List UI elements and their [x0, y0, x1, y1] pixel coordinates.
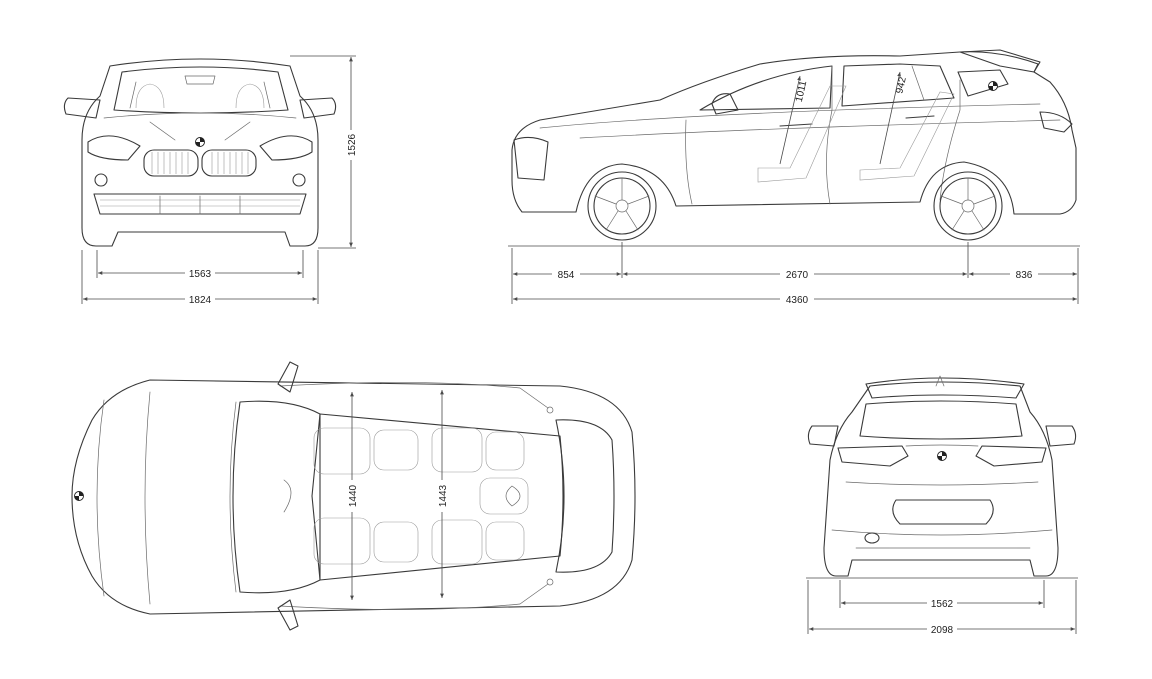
top-view: 1440 1443 — [71, 361, 636, 631]
front-wheel — [587, 171, 657, 241]
front-shoulder-room-label: 1440 — [348, 484, 359, 507]
front-track-label: 1563 — [189, 269, 212, 280]
front-height-label: 1526 — [347, 133, 358, 156]
front-width-label: 1824 — [189, 295, 212, 306]
rear-headroom-label: 942 — [894, 76, 909, 95]
bmw-roundel-icon — [937, 451, 947, 461]
rear-track-label: 1562 — [931, 599, 954, 610]
rear-wheel — [933, 171, 1003, 241]
overall-length-label: 4360 — [786, 295, 809, 306]
front-view: 1526 1563 1824 — [63, 55, 359, 306]
wheelbase-label: 2670 — [786, 270, 809, 281]
rear-shoulder-room-label: 1443 — [438, 484, 449, 507]
rear-view: 1562 2098 — [806, 375, 1078, 636]
bmw-roundel-icon — [988, 81, 998, 91]
seats — [313, 427, 529, 565]
rear-overhang-label: 836 — [1016, 270, 1033, 281]
front-overhang-label: 854 — [558, 270, 575, 281]
front-headroom-label: 1011 — [794, 79, 810, 103]
bmw-roundel-icon — [195, 137, 205, 147]
side-view: 1011 942 854 2670 — [508, 49, 1080, 306]
bmw-roundel-icon — [74, 491, 84, 501]
rear-width-label: 2098 — [931, 625, 954, 636]
